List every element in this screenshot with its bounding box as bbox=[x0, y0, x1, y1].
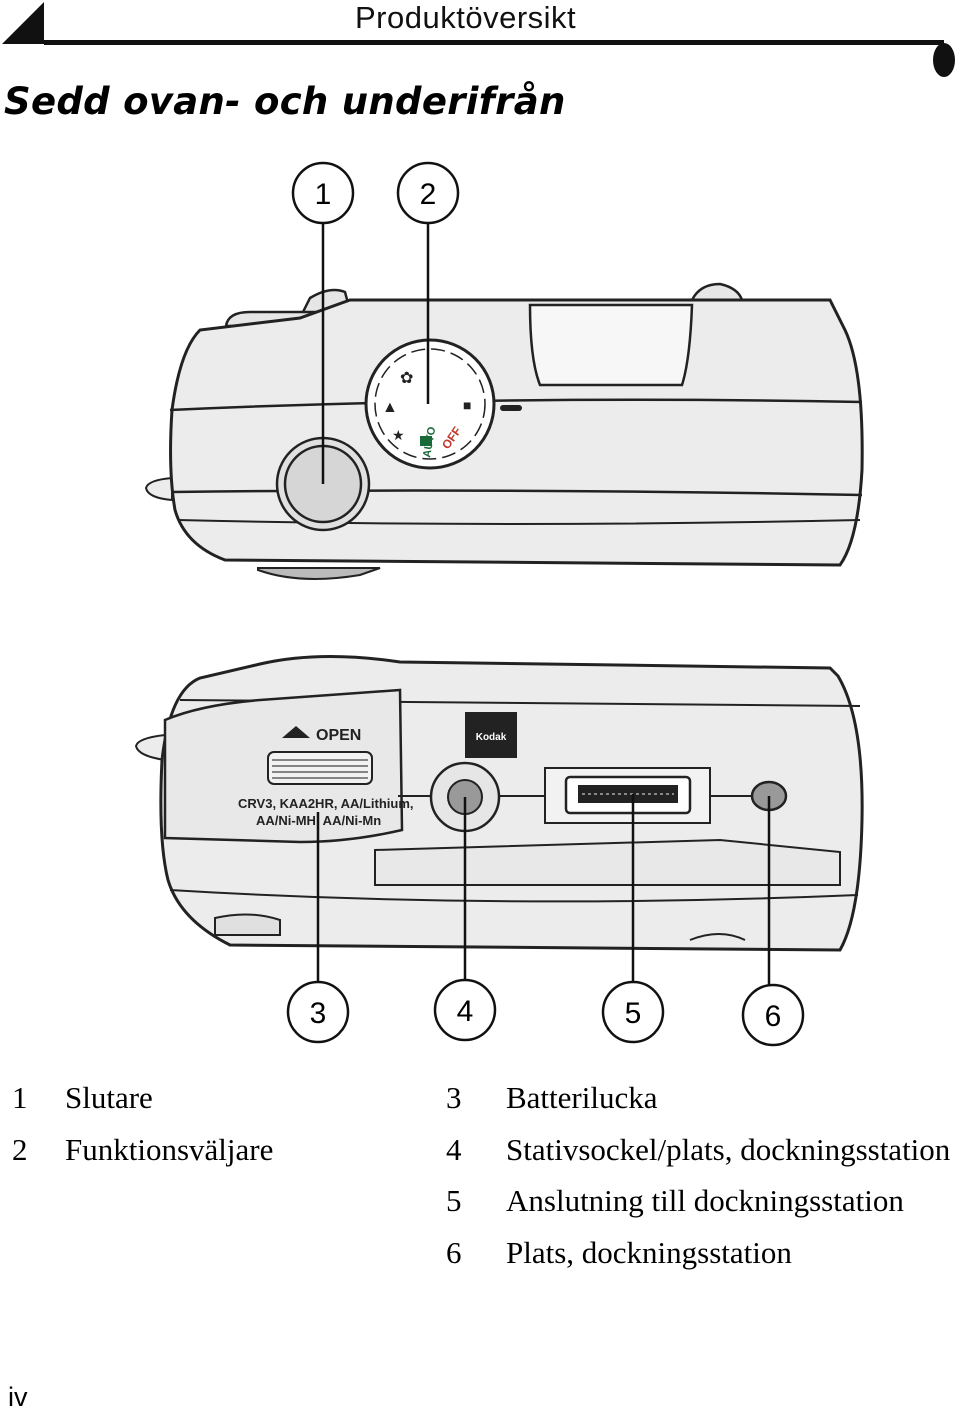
portrait-mode-icon: ✿ bbox=[400, 370, 413, 387]
callout-1: 1 bbox=[291, 161, 355, 225]
legend: 1 Slutare 2 Funktionsväljare 3 Batterilu… bbox=[0, 1080, 960, 1300]
open-label: OPEN bbox=[316, 727, 361, 744]
battery-door: OPEN CRV3, KAA2HR, AA/Lithium, AA/Ni-MH … bbox=[163, 688, 414, 844]
night-mode-icon: ★ bbox=[392, 427, 405, 443]
legend-label: Plats, dockningsstation bbox=[506, 1235, 792, 1270]
header-rule bbox=[2, 2, 955, 77]
video-mode-icon: ■ bbox=[463, 397, 471, 413]
page-heading: Sedd ovan- och underifrån bbox=[4, 80, 566, 123]
legend-number: 4 bbox=[446, 1132, 462, 1167]
camera-top-view: ✿ ▲ ★ ■ AUTO OFF bbox=[144, 282, 864, 580]
camera-bottom-view: OPEN CRV3, KAA2HR, AA/Lithium, AA/Ni-MH … bbox=[134, 655, 864, 952]
legend-number: 1 bbox=[12, 1080, 28, 1115]
svg-text:6: 6 bbox=[765, 1000, 782, 1033]
camera-mode-icon bbox=[420, 436, 432, 446]
landscape-mode-icon: ▲ bbox=[382, 399, 398, 416]
section-title: Produktöversikt bbox=[355, 0, 577, 35]
svg-text:2: 2 bbox=[420, 178, 437, 211]
callout-4: 4 bbox=[433, 978, 497, 1042]
legend-number: 5 bbox=[446, 1183, 462, 1218]
svg-text:4: 4 bbox=[457, 995, 474, 1028]
legend-number: 2 bbox=[12, 1132, 28, 1167]
svg-text:Kodak: Kodak bbox=[476, 732, 507, 743]
callout-lines bbox=[316, 222, 771, 988]
callout-5: 5 bbox=[601, 980, 665, 1044]
page-number: iv bbox=[8, 1382, 28, 1412]
kodak-logo: Kodak bbox=[465, 712, 517, 758]
battery-types-line1: CRV3, KAA2HR, AA/Lithium, bbox=[238, 796, 414, 811]
legend-label: Stativsockel/plats, dockningsstation bbox=[506, 1132, 951, 1167]
svg-text:1: 1 bbox=[315, 178, 332, 211]
svg-text:5: 5 bbox=[625, 997, 642, 1030]
legend-number: 3 bbox=[446, 1080, 462, 1115]
callout-3: 3 bbox=[286, 980, 350, 1044]
legend-label: Funktionsväljare bbox=[65, 1132, 274, 1167]
callout-2: 2 bbox=[396, 161, 460, 225]
eject-arrow-icon bbox=[282, 726, 310, 738]
svg-text:3: 3 bbox=[310, 997, 327, 1030]
callout-6: 6 bbox=[741, 983, 805, 1047]
dock-connector bbox=[544, 767, 711, 824]
legend-label: Slutare bbox=[65, 1080, 153, 1115]
legend-number: 6 bbox=[446, 1235, 462, 1270]
legend-label: Anslutning till dockningsstation bbox=[506, 1183, 904, 1218]
mode-dial: ✿ ▲ ★ ■ AUTO OFF bbox=[364, 338, 496, 470]
legend-label: Batterilucka bbox=[506, 1080, 658, 1115]
auto-label: AUTO bbox=[421, 426, 438, 459]
